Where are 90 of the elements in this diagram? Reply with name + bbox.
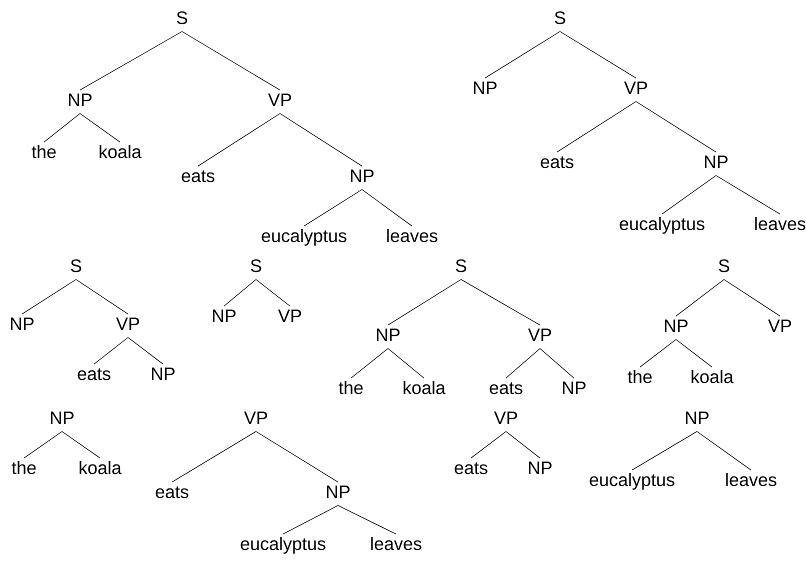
tree-label: VP xyxy=(244,412,268,424)
tree-label: VP xyxy=(768,320,792,332)
tree-label: NP xyxy=(350,170,374,182)
tree-branch xyxy=(338,505,396,534)
tree-label: NP xyxy=(376,328,400,341)
tree-label: S xyxy=(250,259,262,272)
tree-label: eucalyptus xyxy=(620,216,704,234)
tree-label: S xyxy=(718,259,730,272)
tree-label: NP xyxy=(528,462,552,474)
tree-label: eats xyxy=(454,462,488,474)
tree-branch xyxy=(304,189,362,226)
tree-branch xyxy=(388,279,462,326)
tree-branch xyxy=(224,279,256,306)
tree-label: VP xyxy=(494,412,518,424)
tree-label: eats xyxy=(78,368,110,380)
tree-branch xyxy=(540,348,574,378)
tree-label: koala xyxy=(404,380,446,394)
tree-label: NP xyxy=(474,82,497,94)
tree-branch xyxy=(282,505,338,534)
tree-label: NP xyxy=(664,320,688,332)
tree-label: eats xyxy=(156,486,188,498)
tree-branch xyxy=(470,431,506,458)
tree-branch xyxy=(350,348,388,378)
tree-label: NP xyxy=(212,310,236,322)
tree-label: leaves xyxy=(755,216,806,230)
tree-label: VP xyxy=(624,82,648,94)
tree-branch xyxy=(506,431,540,458)
tree-label: koala xyxy=(80,460,122,474)
tree-branch xyxy=(22,279,76,314)
tree-label: koala xyxy=(692,370,734,384)
tree-label: VP xyxy=(528,328,552,341)
tree-branch xyxy=(280,113,362,166)
tree-branch xyxy=(182,31,280,90)
tree-label: koala xyxy=(100,144,142,158)
tree-branch xyxy=(560,31,636,78)
tree-label: eucalyptus xyxy=(590,472,674,490)
tree-label: NP xyxy=(68,94,92,106)
tree-label: leaves xyxy=(371,536,422,550)
tree-branch xyxy=(716,175,780,214)
tree-branch xyxy=(388,348,424,378)
tree-label: S xyxy=(554,11,566,24)
tree-label: eats xyxy=(182,170,214,182)
tree-label: eats xyxy=(540,156,574,168)
tree-branch xyxy=(198,113,280,166)
tree-branch xyxy=(172,431,256,482)
tree-label: S xyxy=(70,259,82,272)
tree-branch xyxy=(94,337,128,364)
tree-branch xyxy=(44,113,80,142)
tree-branch xyxy=(556,101,636,152)
tree-branch xyxy=(80,113,120,142)
tree-branch xyxy=(256,431,338,482)
tree-branch xyxy=(676,279,724,316)
tree-branch xyxy=(724,279,780,316)
tree-label: the xyxy=(338,380,363,394)
tree-branch xyxy=(256,279,290,306)
tree-label: the xyxy=(12,460,36,474)
tree-branch xyxy=(62,431,100,458)
tree-label: leaves xyxy=(387,228,438,242)
tree-label: leaves xyxy=(726,472,776,486)
tree-branch xyxy=(506,348,540,378)
tree-label: VP xyxy=(116,318,140,330)
tree-branch xyxy=(676,339,712,368)
tree-branch xyxy=(632,431,698,470)
tree-label: S xyxy=(176,11,188,24)
tree-branch xyxy=(80,31,182,90)
tree-branch xyxy=(662,175,716,214)
tree-branch xyxy=(76,279,128,314)
tree-label: NP xyxy=(686,412,709,424)
tree-label: the xyxy=(628,370,652,384)
tree-label: VP xyxy=(268,94,292,106)
tree-label: eucalyptus xyxy=(240,536,326,554)
tree-label: the xyxy=(32,144,56,158)
tree-branch xyxy=(128,337,164,364)
tree-label: NP xyxy=(50,412,74,424)
tree-label: VP xyxy=(278,310,302,322)
tree-branch xyxy=(362,189,412,226)
tree-label: NP xyxy=(704,156,728,168)
tree-branch xyxy=(24,431,62,458)
tree-label: S xyxy=(456,259,466,272)
tree-label: NP xyxy=(10,318,34,330)
tree-label: NP xyxy=(326,486,350,498)
tree-branch xyxy=(460,279,540,326)
tree-label: eucalyptus xyxy=(262,228,346,246)
tree-branch xyxy=(696,431,752,470)
tree-label: eats xyxy=(490,382,522,394)
tree-label: NP xyxy=(152,368,175,380)
tree-branch xyxy=(484,31,560,78)
tree-label: NP xyxy=(562,382,586,394)
tree-branch xyxy=(636,101,716,152)
tree-branch xyxy=(640,339,676,368)
